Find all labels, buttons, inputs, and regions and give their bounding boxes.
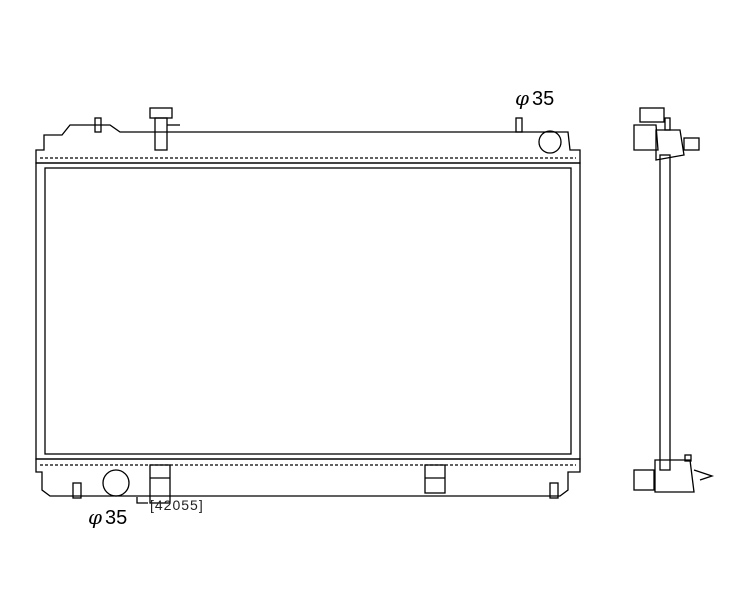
bottom-outlet-pipe — [102, 469, 130, 497]
top-tank — [35, 124, 581, 164]
top-outlet-pipe — [538, 130, 562, 154]
radiator-core — [35, 162, 581, 460]
radiator-cap-icon — [149, 107, 180, 151]
diameter-value: 35 — [105, 507, 128, 529]
diameter-value: 35 — [532, 88, 555, 110]
diameter-symbol: φ — [515, 86, 530, 110]
diameter-symbol: φ — [88, 505, 103, 529]
part-number-label: [42055] — [150, 497, 204, 513]
bottom-tank — [35, 458, 581, 497]
front-view — [35, 107, 581, 504]
side-view — [633, 107, 715, 493]
